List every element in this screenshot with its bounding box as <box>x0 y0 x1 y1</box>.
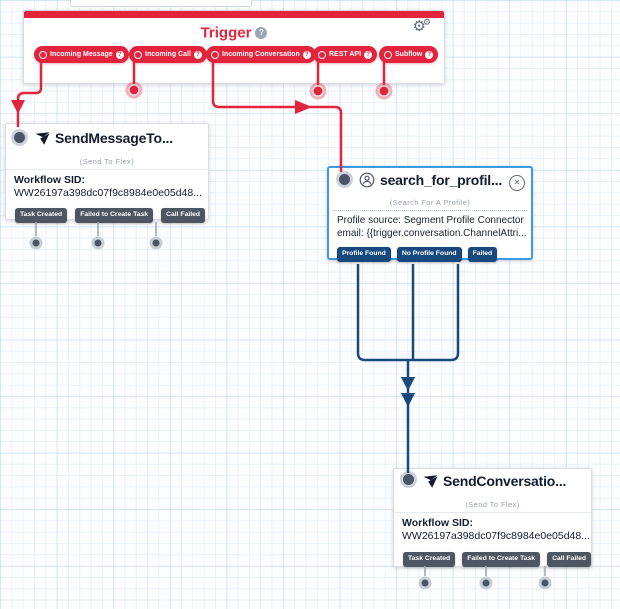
widget-type-label: (Send To Flex) <box>79 157 135 166</box>
transition-stubs-sendmessage <box>35 222 157 236</box>
widget-send-conversation[interactable]: SendConversatio... (Send To Flex) Workfl… <box>393 468 592 567</box>
email-line: email: {{trigger.conversation.ChannelAtt… <box>337 228 527 239</box>
dotted-divider <box>333 210 527 211</box>
task-created-endpoint-dot[interactable] <box>29 236 43 250</box>
transition-stubs-sendconversation <box>424 566 546 576</box>
trigger-event-incoming-message[interactable]: Incoming Message ? <box>34 46 129 63</box>
subflow-endpoint-dot[interactable] <box>379 86 389 96</box>
transition-failed-to-create-task[interactable]: Failed to Create Task <box>75 208 154 223</box>
help-icon[interactable]: ? <box>364 50 373 59</box>
rest-api-endpoint-dot[interactable] <box>313 86 323 96</box>
help-icon[interactable]: ? <box>302 50 311 59</box>
event-origin-dot <box>134 50 142 59</box>
help-icon[interactable]: ? <box>425 50 434 59</box>
event-origin-dot <box>318 50 326 59</box>
rest-api-endpoint-ring <box>309 82 327 100</box>
transition-call-failed[interactable]: Call Failed <box>161 208 206 223</box>
event-origin-dot <box>384 50 392 59</box>
user-icon <box>359 172 375 188</box>
transition-task-created[interactable]: Task Created <box>15 208 68 223</box>
connector-blue-arrow-1 <box>401 377 415 391</box>
divider <box>394 512 591 513</box>
trigger-widget[interactable]: Trigger? ⚙⚙ Incoming Message ? Incoming … <box>23 10 445 84</box>
transition-no-profile-found[interactable]: No Profile Found <box>396 247 462 262</box>
workflow-sid-value: WW26197a398dc07f9c8984e0e05d48... <box>14 187 202 199</box>
widget-connection-dot[interactable] <box>400 471 417 488</box>
widget-connection-dot[interactable] <box>336 171 353 188</box>
profile-source-line: Profile source: Segment Profile Connecto… <box>337 215 524 226</box>
subflow-endpoint-ring <box>375 82 393 100</box>
trigger-event-rest-api[interactable]: REST API ? <box>313 46 378 63</box>
widget-title: SendMessageTo... <box>55 130 173 146</box>
offscreen-widget-edge <box>70 0 252 7</box>
incoming-call-endpoint-dot[interactable] <box>129 85 139 95</box>
flex-icon <box>35 131 50 145</box>
widget-search-for-profile[interactable]: search_for_profil... ✕ (Search For A Pro… <box>327 166 533 262</box>
transition-failed[interactable]: Failed <box>467 247 498 262</box>
workflow-sid-value: WW26197a398dc07f9c8984e0e05d48... <box>402 530 590 542</box>
widget-title: SendConversatio... <box>443 473 567 489</box>
help-icon[interactable]: ? <box>115 50 124 59</box>
widget-type-label: (Send To Flex) <box>465 500 520 509</box>
connector-profile-found[interactable] <box>356 264 408 362</box>
workflow-sid-label: Workflow SID: <box>402 517 473 529</box>
trigger-event-incoming-call[interactable]: Incoming Call ? <box>129 46 207 63</box>
event-origin-dot <box>211 50 219 59</box>
transition-task-created[interactable]: Task Created <box>403 552 456 567</box>
transition-profile-found[interactable]: Profile Found <box>337 247 391 262</box>
connector-incoming-conversation-arrow <box>295 100 312 114</box>
trigger-event-incoming-conversation[interactable]: Incoming Conversation ? <box>206 46 316 63</box>
trigger-title: Trigger <box>200 24 252 42</box>
trigger-event-subflow[interactable]: Subflow ? <box>379 46 439 63</box>
trigger-red-bar <box>24 11 444 18</box>
widget-send-message[interactable]: SendMessageTo... (Send To Flex) Workflow… <box>5 123 209 223</box>
failed-create-task-endpoint-dot[interactable] <box>91 236 105 250</box>
flex-icon <box>423 474 438 488</box>
event-origin-dot <box>39 50 47 59</box>
trigger-help-icon[interactable]: ? <box>255 26 268 39</box>
divider <box>6 169 208 170</box>
help-icon[interactable]: ? <box>193 50 202 59</box>
connector-failed[interactable] <box>408 264 460 362</box>
task-created-endpoint-dot-2[interactable] <box>418 576 432 590</box>
workflow-sid-label: Workflow SID: <box>14 174 85 186</box>
connector-blue-arrow-2 <box>401 393 415 407</box>
call-failed-endpoint-dot[interactable] <box>149 236 163 250</box>
settings-gear-icon[interactable]: ⚙⚙ <box>412 17 431 35</box>
incoming-call-endpoint-ring <box>125 81 143 99</box>
close-icon[interactable]: ✕ <box>509 175 525 191</box>
widget-type-label: (Search For A Profile) <box>389 198 471 207</box>
transition-failed-to-create-task[interactable]: Failed to Create Task <box>462 552 541 567</box>
failed-create-task-endpoint-dot-2[interactable] <box>479 576 493 590</box>
widget-title: search_for_profil... <box>380 172 503 188</box>
widget-connection-dot[interactable] <box>11 129 28 146</box>
transition-call-failed[interactable]: Call Failed <box>547 552 592 567</box>
connector-incoming-message-arrow <box>11 100 25 114</box>
call-failed-endpoint-dot-2[interactable] <box>538 576 552 590</box>
